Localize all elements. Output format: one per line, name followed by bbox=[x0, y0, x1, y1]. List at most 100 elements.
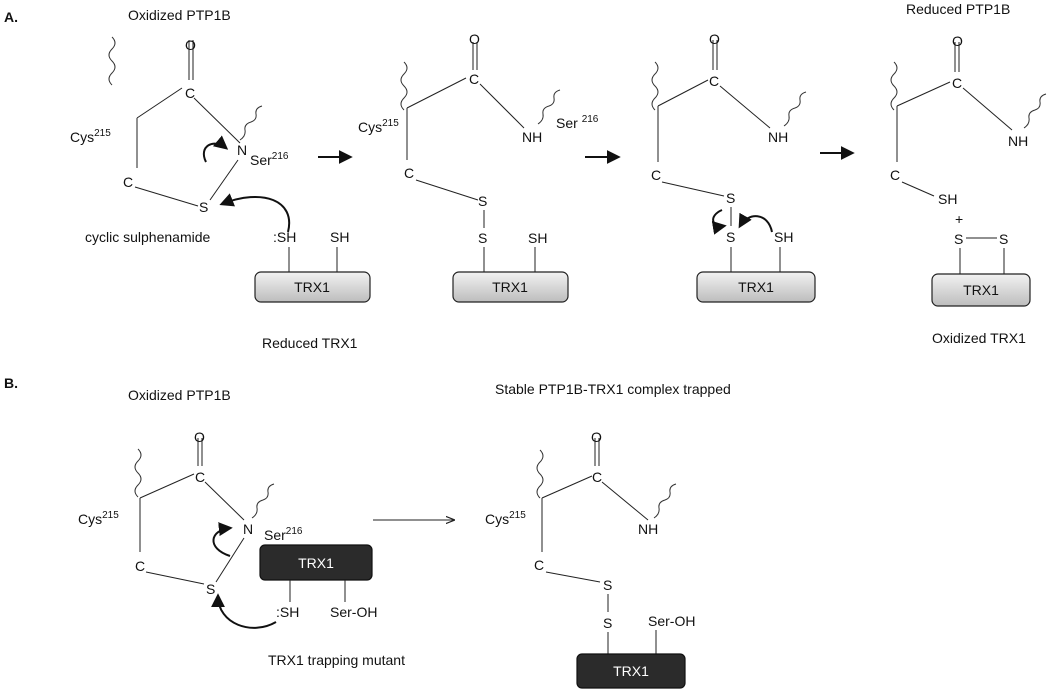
wave-n bbox=[239, 105, 263, 141]
wave-n bbox=[783, 91, 807, 127]
bond bbox=[209, 159, 239, 201]
bond bbox=[479, 83, 525, 129]
atom-c: C bbox=[952, 75, 962, 91]
ser-label: Ser216 bbox=[250, 151, 289, 168]
bond bbox=[541, 475, 593, 499]
bond bbox=[601, 481, 649, 521]
atom-s: S bbox=[726, 190, 735, 206]
trx1-label: TRX1 bbox=[963, 282, 999, 298]
panel-b-label: B. bbox=[4, 375, 18, 391]
panel-b-oxidized-title: Oxidized PTP1B bbox=[128, 387, 231, 403]
atom-ser-oh: Ser-OH bbox=[330, 604, 377, 620]
curly-arrow bbox=[711, 209, 727, 235]
atom-s: S bbox=[954, 231, 963, 247]
bond bbox=[145, 571, 205, 585]
atom-c: C bbox=[890, 167, 900, 183]
atom-c: C bbox=[195, 469, 205, 485]
curly-arrow bbox=[203, 135, 229, 163]
atom-s: S bbox=[199, 199, 208, 215]
bond bbox=[896, 81, 951, 107]
lone-pair-sh: :SH bbox=[273, 229, 296, 245]
wave-n bbox=[1023, 93, 1047, 129]
atom-o: O bbox=[469, 31, 480, 47]
wave-n bbox=[653, 483, 677, 519]
atom-c: C bbox=[123, 174, 133, 190]
panel-a-oxidized-title: Oxidized PTP1B bbox=[128, 7, 231, 23]
atom-nh: NH bbox=[1008, 133, 1028, 149]
trx1-box bbox=[254, 271, 371, 303]
atom-nh: NH bbox=[638, 521, 658, 537]
atom-sh: SH bbox=[330, 229, 349, 245]
trx1-oxidized-a4: + S S TRX1 bbox=[931, 211, 1031, 307]
backbone-wave bbox=[134, 448, 142, 498]
lone-pair-sh: :SH bbox=[276, 604, 299, 620]
trx1-box bbox=[696, 271, 816, 303]
caption-cyclic-sulphenamide: cyclic sulphenamide bbox=[85, 229, 210, 245]
bond bbox=[406, 77, 467, 109]
atom-s: S bbox=[603, 577, 612, 593]
atom-c: C bbox=[135, 558, 145, 574]
atom-sh: SH bbox=[774, 229, 793, 245]
panel-a-reduced-title: Reduced PTP1B bbox=[906, 1, 1010, 17]
trx1-reduced-a1: :SH SH TRX1 bbox=[254, 229, 371, 303]
atom-c: C bbox=[651, 167, 661, 183]
cys-label: Cys215 bbox=[485, 510, 526, 527]
trx1-trapping-mutant-b1: TRX1 :SH Ser-OH bbox=[259, 544, 377, 620]
atom-o: O bbox=[709, 31, 720, 47]
wave-n bbox=[251, 483, 275, 519]
bond bbox=[719, 85, 771, 129]
cys-label: Cys215 bbox=[70, 128, 111, 145]
atom-o: O bbox=[591, 429, 602, 445]
structure-a2: O C NH Ser 216 Cys215 C S S SH TRX1 bbox=[358, 31, 599, 303]
trx1-box bbox=[931, 273, 1031, 307]
bond bbox=[215, 537, 245, 583]
atom-c: C bbox=[185, 85, 195, 101]
bond bbox=[545, 571, 601, 583]
trx1-label: TRX1 bbox=[298, 555, 334, 571]
atom-c: C bbox=[592, 469, 602, 485]
caption-trapping-mutant: TRX1 trapping mutant bbox=[268, 652, 405, 668]
plus-sign: + bbox=[955, 211, 963, 227]
panel-a-label: A. bbox=[4, 9, 18, 25]
curly-arrow bbox=[738, 212, 773, 233]
backbone-wave bbox=[400, 61, 408, 111]
cys-label: Cys215 bbox=[78, 510, 119, 527]
bond bbox=[657, 79, 709, 107]
atom-ser-oh: Ser-OH bbox=[648, 613, 695, 629]
atom-s: S bbox=[603, 615, 612, 631]
structure-a3: O C NH C S S SH TRX1 bbox=[651, 31, 816, 303]
curly-arrow bbox=[211, 593, 277, 629]
trx1-label: TRX1 bbox=[294, 279, 330, 295]
atom-s: S bbox=[726, 229, 735, 245]
atom-n: N bbox=[243, 521, 253, 537]
atom-nh: NH bbox=[768, 129, 788, 145]
bond bbox=[661, 181, 725, 197]
atom-s: S bbox=[478, 230, 487, 246]
bond bbox=[415, 179, 479, 201]
trx1-box bbox=[452, 271, 569, 303]
cys-label: Cys215 bbox=[358, 118, 399, 135]
trx1-label: TRX1 bbox=[492, 279, 528, 295]
atom-c: C bbox=[534, 557, 544, 573]
bond bbox=[139, 473, 195, 499]
bond bbox=[136, 87, 183, 119]
structure-b1-cyclic-sulphenamide: O C N Ser216 Cys215 C S bbox=[78, 429, 303, 629]
bond bbox=[901, 181, 935, 197]
curly-arrow bbox=[212, 522, 233, 557]
atom-s: S bbox=[478, 193, 487, 209]
atom-o: O bbox=[952, 33, 963, 49]
panel-b-trapped-title: Stable PTP1B-TRX1 complex trapped bbox=[495, 381, 731, 397]
bond bbox=[204, 481, 245, 521]
caption-oxidized-trx1: Oxidized TRX1 bbox=[932, 330, 1026, 346]
ser-label: Ser 216 bbox=[556, 114, 599, 131]
bond bbox=[962, 87, 1013, 131]
trx1-label: TRX1 bbox=[613, 663, 649, 679]
atom-c: C bbox=[404, 165, 414, 181]
atom-c: C bbox=[709, 73, 719, 89]
atom-o: O bbox=[185, 37, 196, 53]
backbone-wave bbox=[536, 449, 544, 499]
trx1-box-dark bbox=[576, 653, 686, 689]
atom-sh: SH bbox=[938, 191, 957, 207]
trx1-box-dark bbox=[259, 544, 373, 581]
